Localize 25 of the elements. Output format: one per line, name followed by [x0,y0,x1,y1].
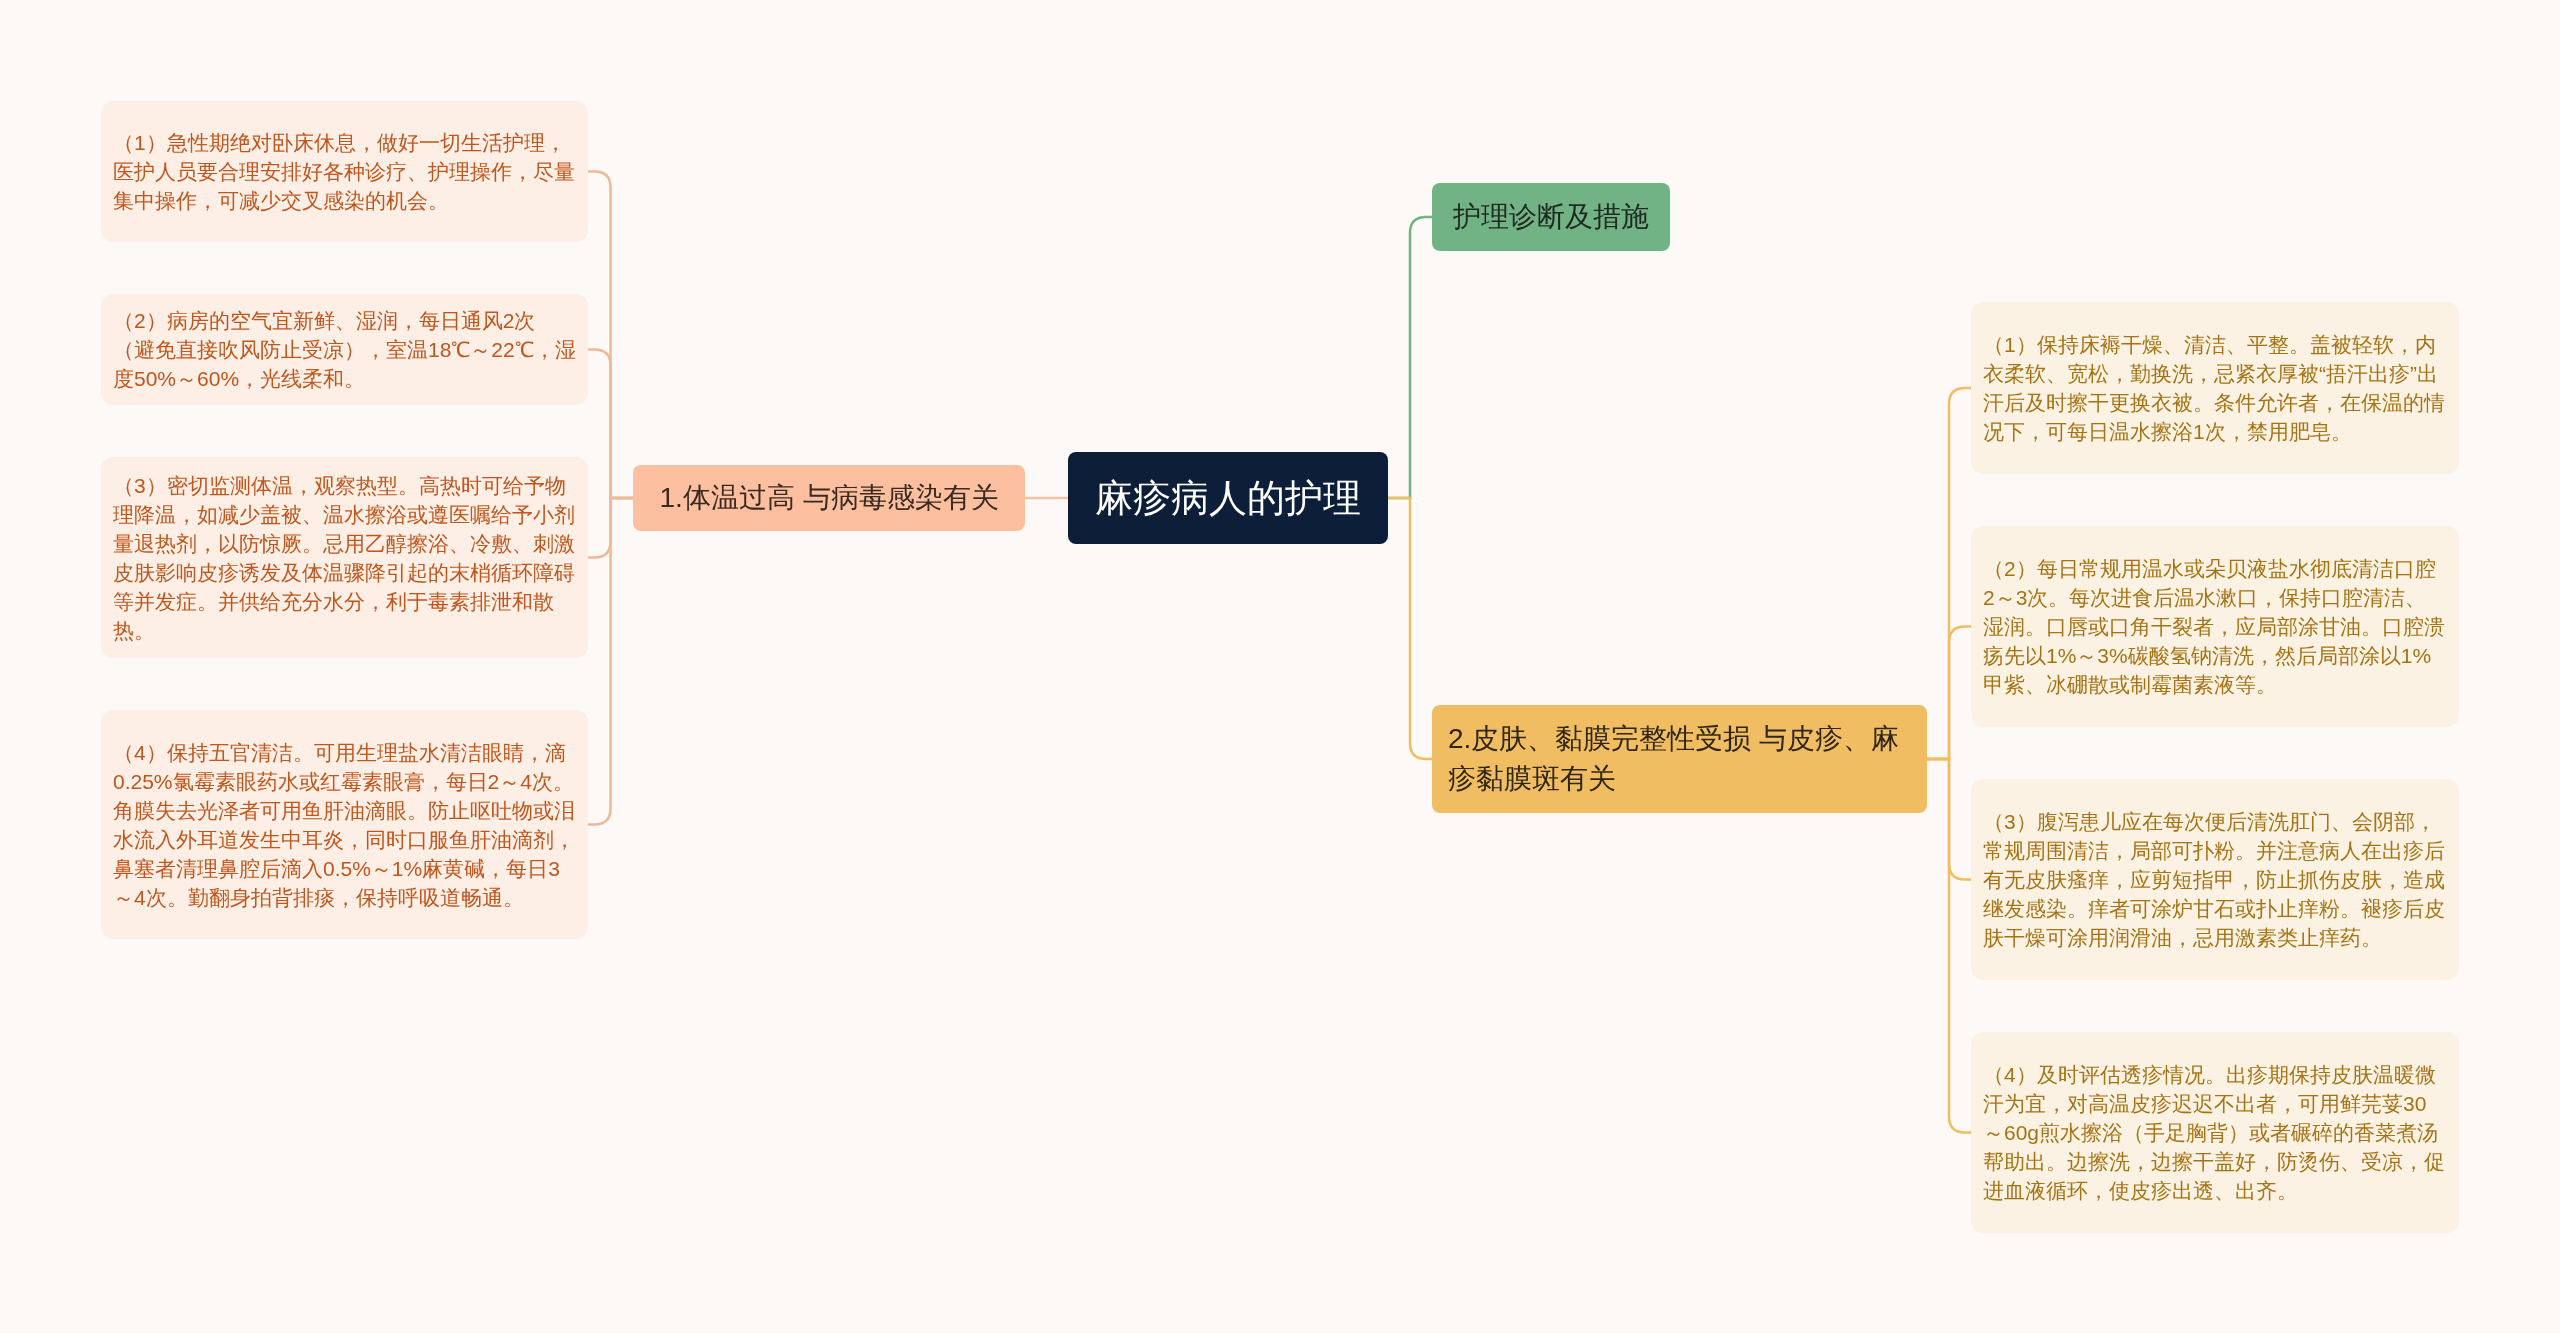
topic-text: （4）及时评估透疹情况。出疹期保持皮肤温暖微汗为宜，对高温皮疹迟迟不出者，可用鲜芫荽30～60g煎水擦浴（手足胸背）或者碾碎的香菜煮汤帮助出。边擦洗，边擦干盖好，防烫伤、受凉，促进血液循环，使皮疹出透、出齐。 [1983,1062,2446,1204]
note-card [1971,302,2459,474]
topic-text: （2）每日常规用温水或朵贝液盐水彻底清洁口腔2～3次。每次进食后温水漱口，保持口腔清洁、湿润。口唇或口角干裂者，应局部涂甘油。口腔溃疡先以1%～3%碳酸氢钠清洗，然后局部涂以1%甲紫、冰硼散或制霉菌素液等。 [1983,556,2446,698]
topic-text: （2）病房的空气宜新鲜、湿润，每日通风2次（避免直接吹风防止受凉），室温18℃～22℃，湿度50%～60%，光线柔和。 [113,308,576,392]
note-card [1971,526,2459,727]
topic-text: （4）保持五官清洁。可用生理盐水清洁眼睛，滴0.25%氯霉素眼药水或红霉素眼膏，每日2～4次。角膜失去光泽者可用鱼肝油滴眼。防止呕吐物或泪水流入外耳道发生中耳炎，同时口服鱼肝油滴剂，鼻塞者清理鼻腔后滴入0.5%～1%麻黄碱，每日3～4次。勤翻身拍背排痰，保持呼吸道畅通。 [113,739,576,911]
topic-box [1432,183,1670,251]
note-card [101,710,588,939]
note-card [1971,779,2459,980]
topic-box [633,465,1025,531]
topic-text: 1.体温过高 与病毒感染有关 [659,481,999,515]
connector-line [1025,496,1068,500]
topic-text: （3）密切监测体温，观察热型。高热时可给予物理降温，如减少盖被、温水擦浴或遵医嘱给予小剂量退热剂，以防惊厥。忌用乙醇擦浴、冷敷、刺激皮肤影响皮疹诱发及体温骤降引起的末梢循环障碍等并发症。并供给充分水分，利于毒素排泄和散热。 [113,472,576,644]
topic-text: 护理诊断及措施 [1453,200,1649,234]
root-topic-box [1068,452,1388,544]
note-card [101,101,588,242]
note-card [1971,1032,2459,1233]
topic-box [1432,705,1927,813]
topic-text: （3）腹泻患儿应在每次便后清洗肛门、会阴部，常规周围清洁，局部可扑粉。并注意病人在出疹后有无皮肤瘙痒，应剪短指甲，防止抓伤皮肤，造成继发感染。痒者可涂炉甘石或扑止痒粉。褪疹后皮肤干燥可涂用润滑油，忌用激素类止痒药。 [1983,809,2446,951]
note-card [101,294,588,405]
topic-text: （1）急性期绝对卧床休息，做好一切生活护理，医护人员要合理安排好各种诊疗、护理操作，尽量集中操作，可减少交叉感染的机会。 [113,130,576,214]
topic-text: 2.皮肤、黏膜完整性受损 与皮疹、麻疹黏膜斑有关 [1448,722,1901,796]
topic-text: （1）保持床褥干燥、清洁、平整。盖被轻软，内衣柔软、宽松，勤换洗，忌紧衣厚被“捂汗出疹”出汗后及时擦干更换衣被。条件允许者，在保温的情况下，可每日温水擦浴1次，禁用肥皂。 [1983,332,2446,445]
topic-text: 麻疹病人的护理 [1095,475,1361,521]
note-card [101,457,588,658]
